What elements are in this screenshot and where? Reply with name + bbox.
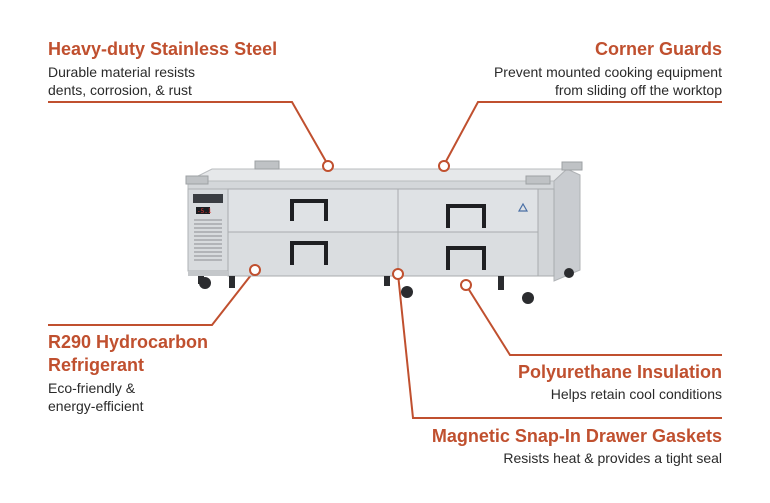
feature-desc-refrigerant-line2: energy-efficient <box>48 398 144 414</box>
callout-line-insulation <box>465 284 722 356</box>
drawer-bottom-right <box>397 231 539 277</box>
feature-title-steel: Heavy-duty Stainless Steel <box>48 39 278 59</box>
callout-line-steel <box>48 101 329 166</box>
feature-title-refrigerant-line2: Refrigerant <box>48 355 145 375</box>
callout-dot-steel <box>322 160 334 172</box>
callout-dot-insulation <box>460 279 472 291</box>
feature-desc-insulation: Helps retain cool conditions <box>550 386 722 402</box>
corner-guard-right <box>525 175 551 185</box>
feature-title-insulation: Polyurethane Insulation <box>517 362 722 382</box>
feature-desc-refrigerant-line1: Eco-friendly & <box>48 380 136 396</box>
callout-dot-refrigerant <box>249 264 261 276</box>
feature-title-guards: Corner Guards <box>594 39 722 59</box>
feature-desc-gaskets: Resists heat & provides a tight seal <box>503 450 722 466</box>
callout-line-refrigerant <box>48 269 256 326</box>
feature-title-refrigerant-line1: R290 Hydrocarbon <box>48 332 209 352</box>
chef-base-unit: -5.1 <box>185 160 583 304</box>
drawer-top-left <box>227 188 399 233</box>
callout-line-guards <box>443 101 722 166</box>
feature-desc-steel-line2: dents, corrosion, & rust <box>48 82 192 98</box>
feature-desc-guards-line2: from sliding off the worktop <box>554 82 722 98</box>
feature-desc-steel-line1: Durable material resists <box>48 64 196 80</box>
callout-dots <box>249 160 472 291</box>
svg-text:-5.1: -5.1 <box>197 208 212 215</box>
corner-guard-left <box>185 175 209 185</box>
drawer-top-right <box>397 188 539 233</box>
feature-title-gaskets: Magnetic Snap-In Drawer Gaskets <box>431 426 722 446</box>
feature-desc-guards-line1: Prevent mounted cooking equipment <box>493 64 722 80</box>
callout-dot-guards <box>438 160 450 172</box>
callout-lines <box>48 101 722 419</box>
callout-line-gaskets <box>397 273 722 419</box>
corner-guard-back-left <box>254 160 280 170</box>
callout-dot-gaskets <box>392 268 404 280</box>
corner-guard-back-right <box>561 161 583 171</box>
